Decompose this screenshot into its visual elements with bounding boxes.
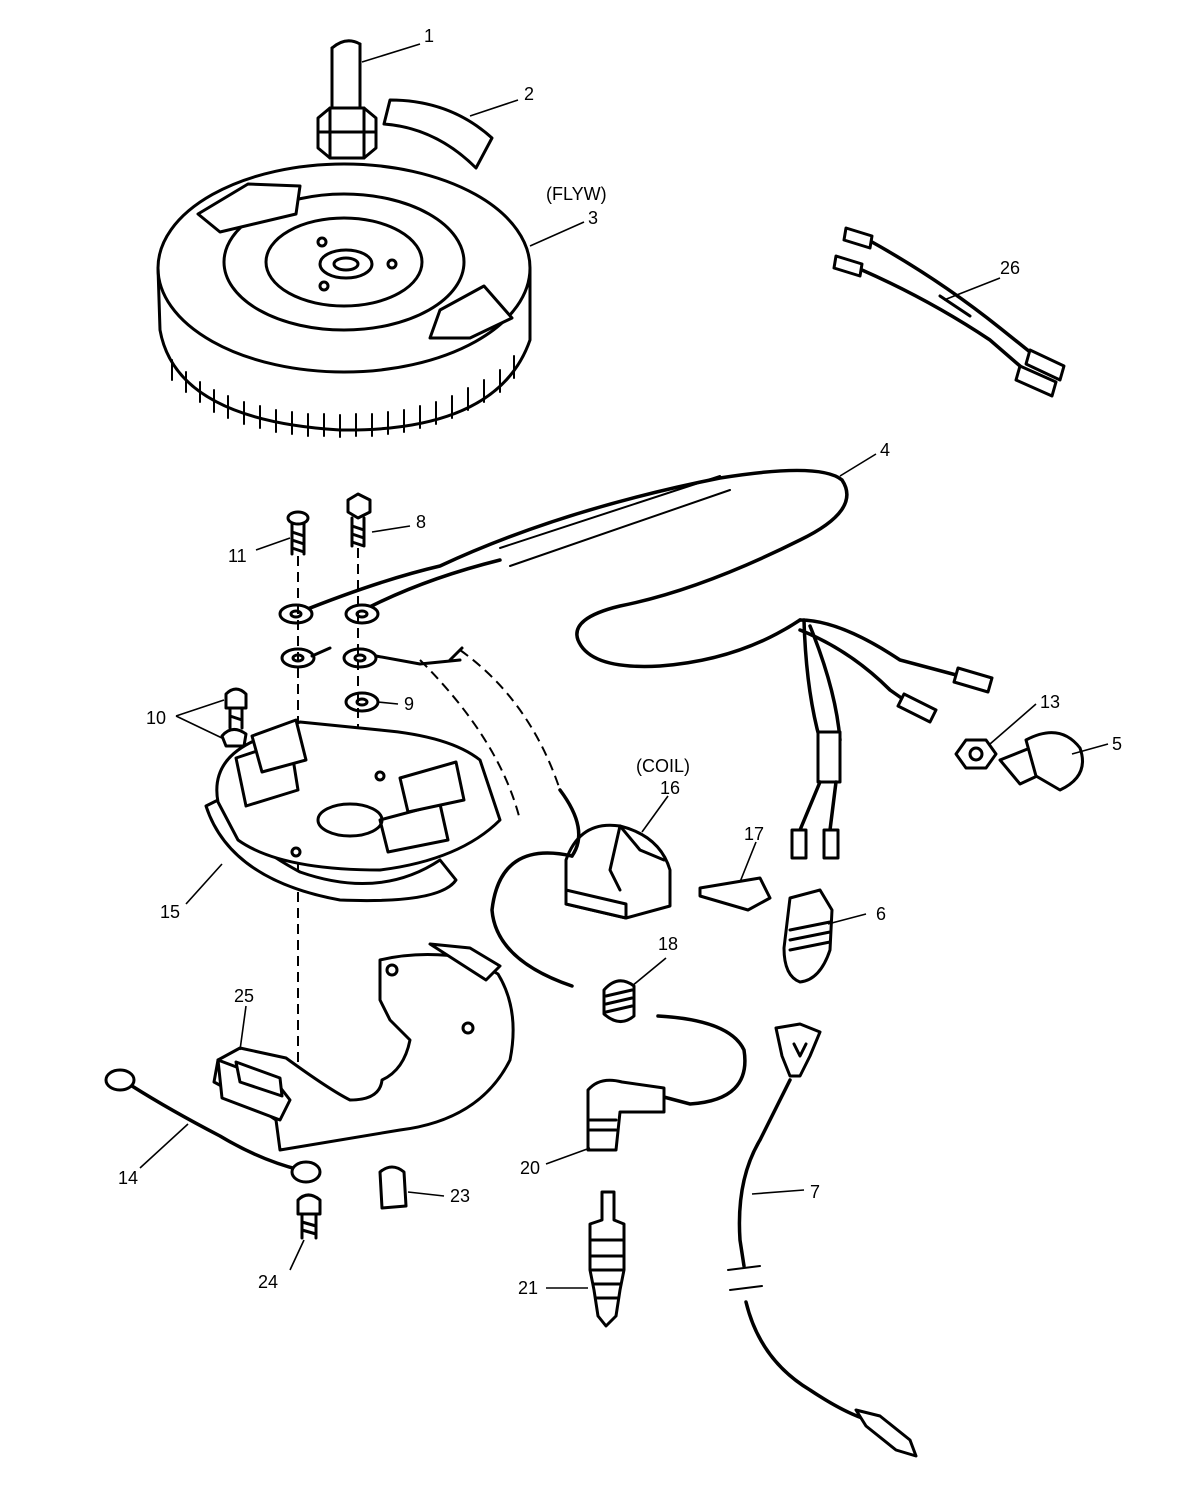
callout-6: 6 — [876, 904, 886, 924]
callout-25: 25 — [234, 986, 254, 1006]
stator-plate-part — [204, 718, 502, 903]
wiring-harness-part — [298, 468, 994, 860]
callout-1: 1 — [424, 26, 434, 46]
callout-annotation-coil: (COIL) — [636, 756, 690, 776]
callout-17: 17 — [744, 824, 764, 844]
callout-20: 20 — [520, 1158, 540, 1178]
switch-part — [998, 731, 1084, 792]
spark-plug-cap-part — [586, 1014, 747, 1152]
lanyard-part — [727, 1022, 918, 1458]
screw-8-part — [346, 492, 372, 548]
callout-16: 16 — [660, 778, 680, 798]
screw-11-part — [286, 510, 310, 556]
callout-9: 9 — [404, 694, 414, 714]
base-plate-part — [212, 942, 515, 1152]
callout-11: 11 — [228, 546, 247, 566]
callout-3: 3 — [588, 208, 598, 228]
callout-4: 4 — [880, 440, 890, 460]
callout-24: 24 — [258, 1272, 278, 1292]
callout-8: 8 — [416, 512, 426, 532]
switch-boot-part — [782, 888, 834, 984]
grommet-23-part — [378, 1165, 408, 1210]
callout-7: 7 — [810, 1182, 820, 1202]
callout-annotation-flyw: (FLYW) — [546, 184, 607, 204]
callout-21: 21 — [518, 1278, 538, 1298]
flywheel-part — [156, 162, 532, 438]
flywheel-key-part — [382, 98, 494, 170]
callout-10: 10 — [146, 708, 166, 728]
callout-26: 26 — [1000, 258, 1020, 278]
callout-13: 13 — [1040, 692, 1060, 712]
callout-15: 15 — [160, 902, 180, 922]
callout-2: 2 — [524, 84, 534, 104]
clip-part — [698, 876, 772, 912]
callout-23: 23 — [450, 1186, 470, 1206]
screw-10-part — [220, 687, 248, 748]
crankshaft-nut-part — [316, 39, 378, 160]
callout-18: 18 — [658, 934, 678, 954]
ground-wire-part — [104, 1068, 322, 1184]
callout-5: 5 — [1112, 734, 1122, 754]
callout-leaders — [139, 43, 1109, 1289]
ignition-coil-part — [490, 788, 672, 988]
callout-14: 14 — [118, 1168, 138, 1188]
spring-part — [602, 979, 636, 1023]
eyelet-terminals — [278, 603, 464, 669]
jumper-wire-part — [832, 226, 1066, 398]
washer-9-part — [344, 691, 380, 713]
nut-part — [954, 738, 998, 770]
screw-24-part — [296, 1193, 322, 1240]
callout-labels: 1 2 (FLYW) 3 26 4 8 11 9 10 13 5 (COIL) … — [118, 26, 1122, 1298]
spark-plug-part — [588, 1190, 626, 1328]
